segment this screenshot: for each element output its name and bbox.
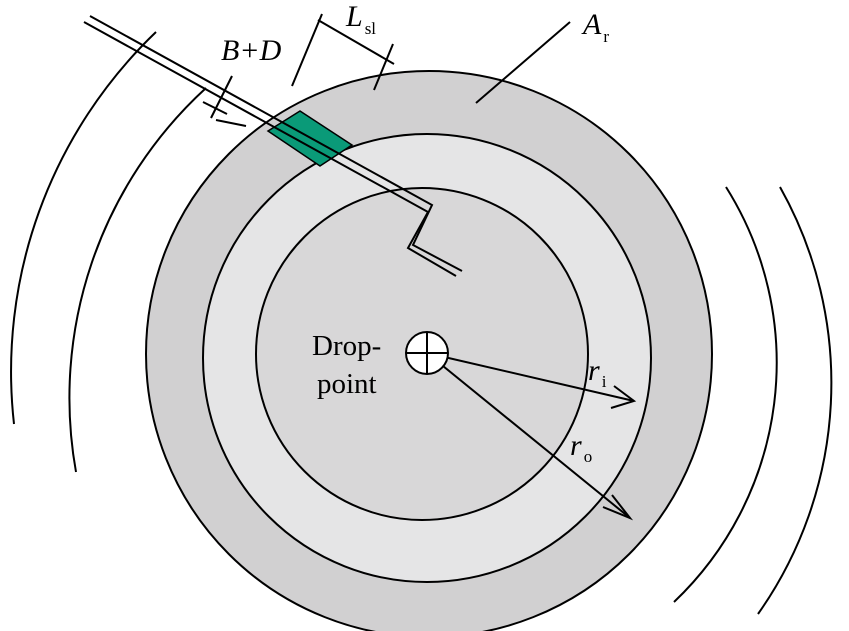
circle-crosshair-icon bbox=[405, 331, 449, 375]
right-wave-arc-outer bbox=[757, 186, 833, 615]
right-wave-arc-inner bbox=[673, 186, 778, 603]
width-dimension-line bbox=[210, 75, 233, 119]
width-label: B+D bbox=[221, 34, 282, 67]
path-line-lower bbox=[83, 21, 457, 277]
length-tick-left bbox=[291, 13, 323, 87]
width-tick-right bbox=[202, 101, 228, 115]
length-tick-right bbox=[373, 43, 394, 91]
area-leader-line bbox=[475, 21, 571, 104]
drop-point-label-line2: point bbox=[317, 368, 377, 400]
left-wave-arc-outer bbox=[10, 31, 157, 425]
drop-point-label-line1: Drop- bbox=[312, 330, 381, 362]
path-line-upper bbox=[89, 15, 463, 272]
left-wave-arc-inner bbox=[68, 87, 207, 473]
inner-radius-arrow bbox=[426, 352, 637, 409]
length-dimension-line bbox=[317, 19, 395, 65]
width-tick-left bbox=[215, 119, 247, 127]
outer-radius-arrow bbox=[426, 352, 634, 521]
